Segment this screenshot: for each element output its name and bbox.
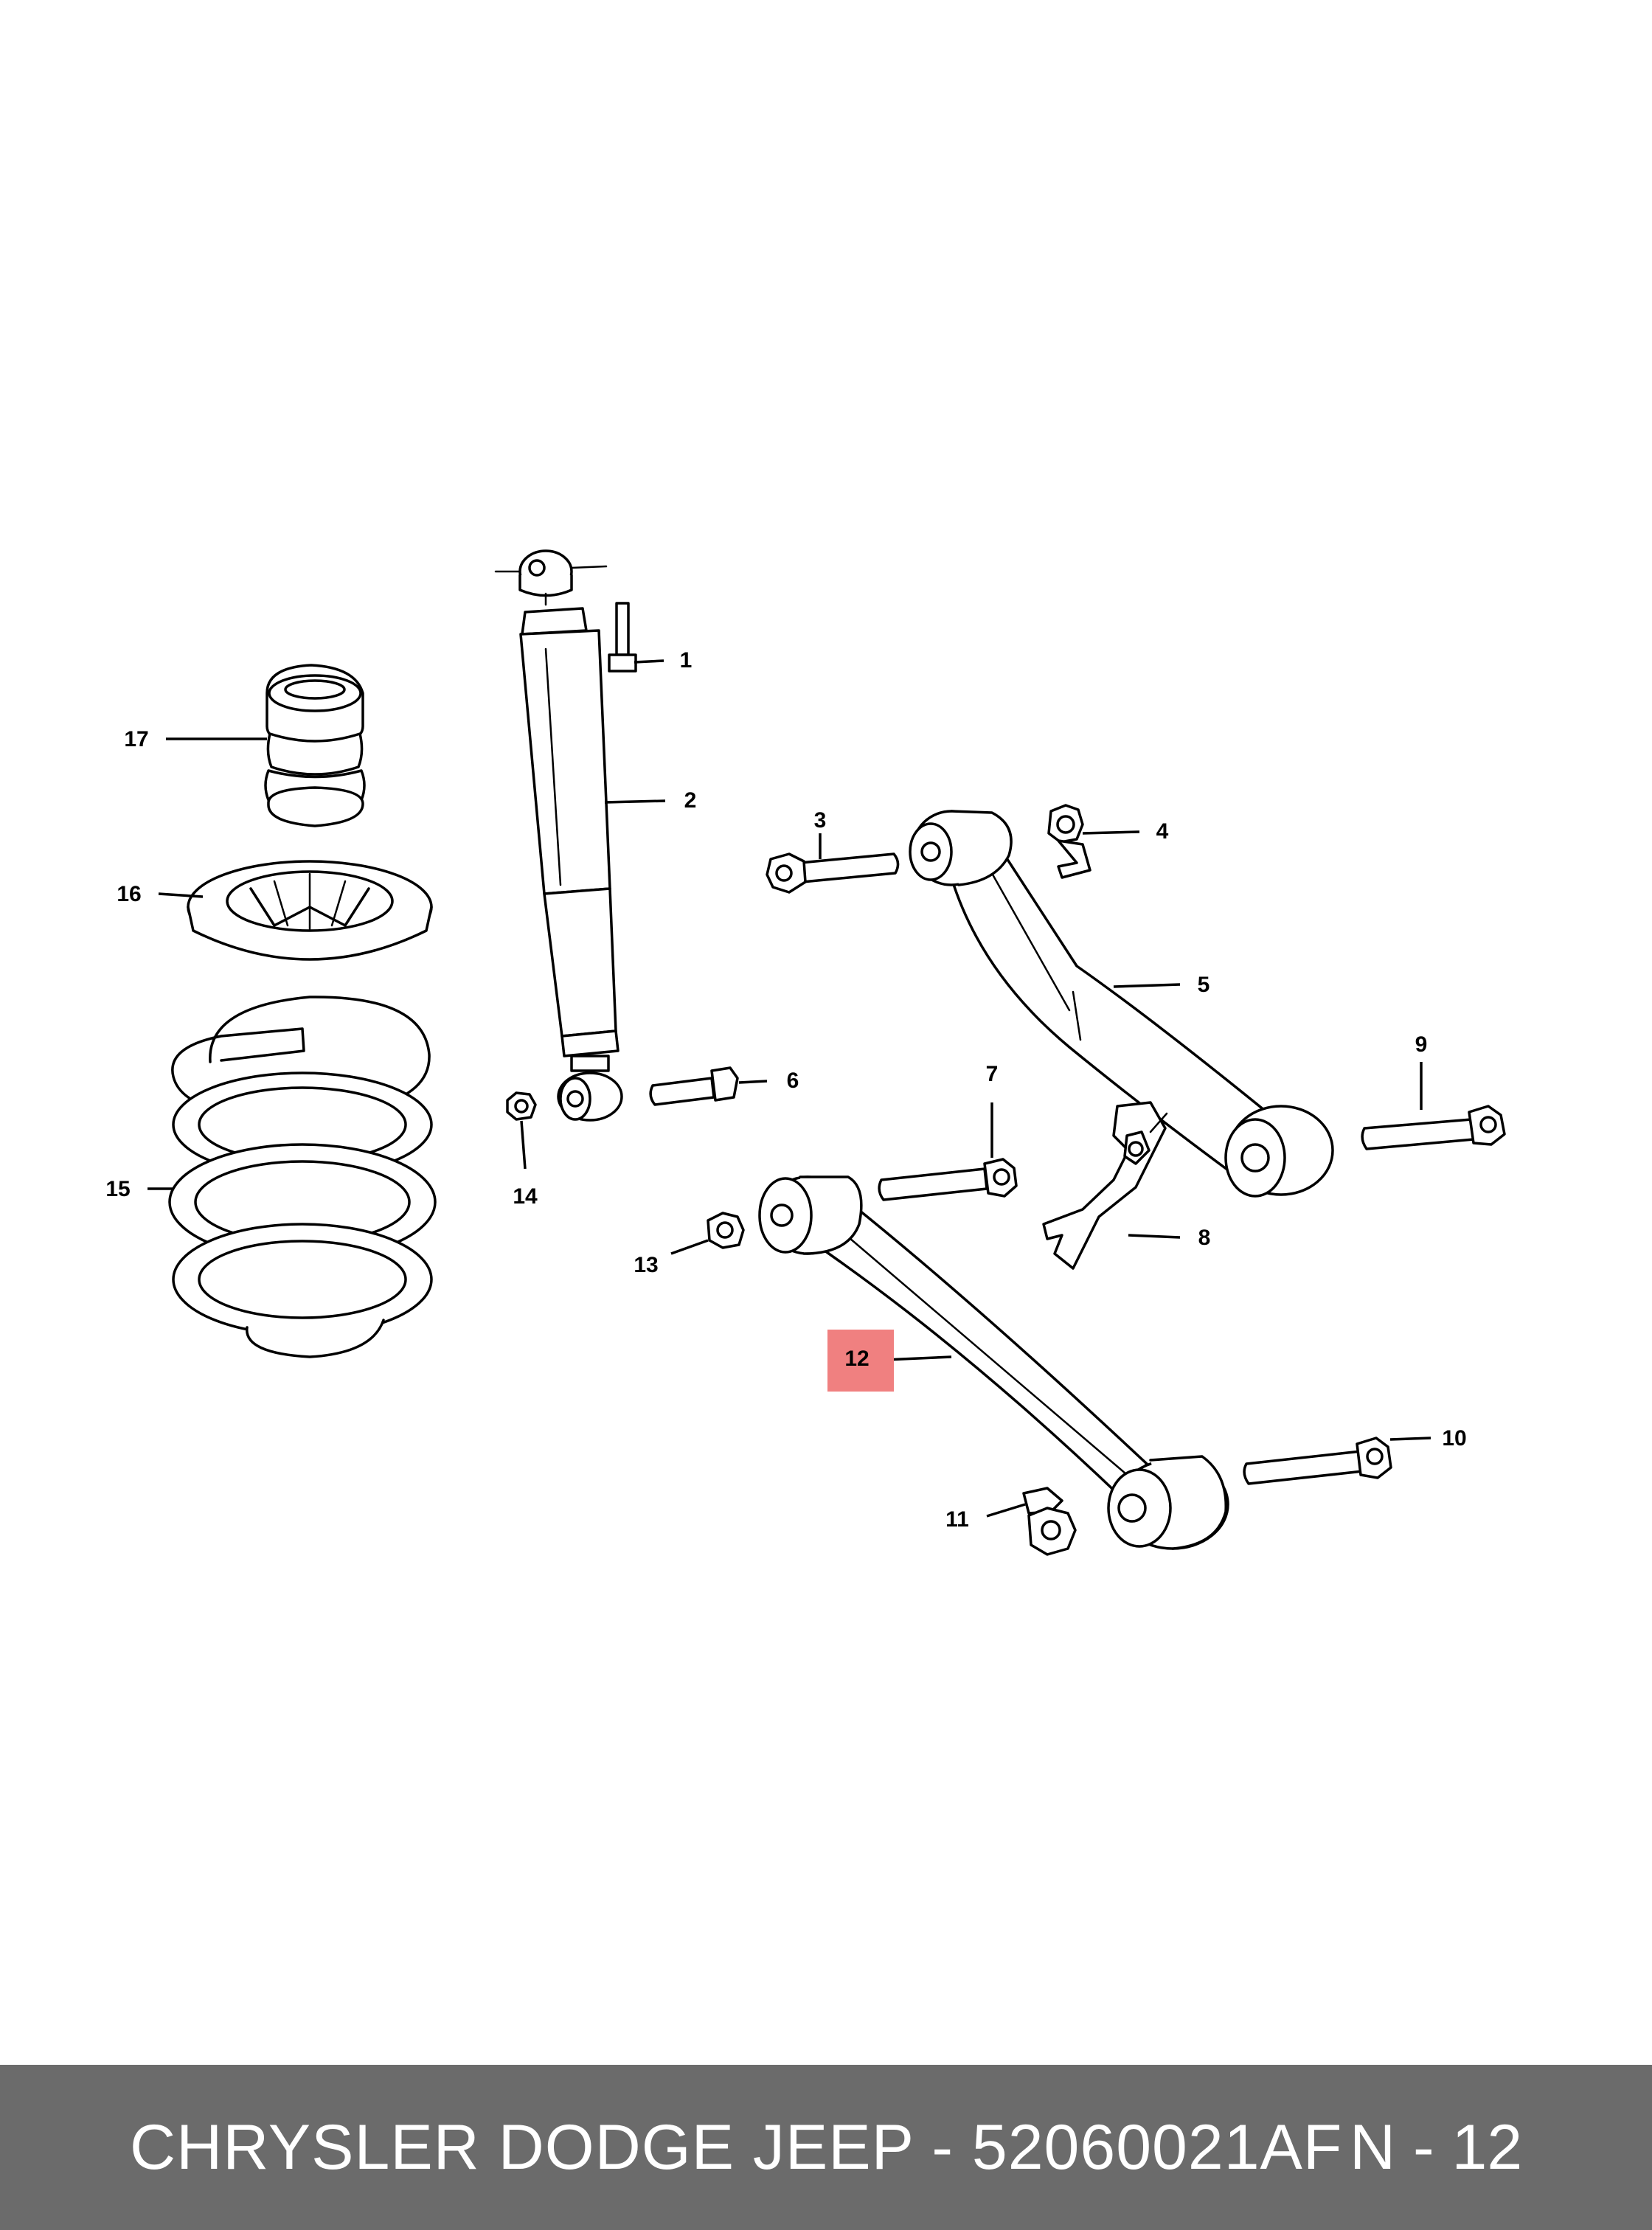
shock-upper-bolt <box>608 602 637 673</box>
callout-13: 13 <box>634 1253 658 1277</box>
callout-10: 10 <box>1442 1426 1466 1451</box>
highlight-box <box>827 1330 894 1392</box>
bump-stop <box>264 664 366 827</box>
callout-numbers: 1 2 3 4 5 6 7 8 9 10 11 12 13 14 15 16 1… <box>105 648 1466 1532</box>
footer-code: N - 12 <box>1350 2112 1523 2183</box>
callout-11: 11 <box>945 1507 969 1532</box>
callout-3: 3 <box>814 808 827 833</box>
callout-4: 4 <box>1156 819 1169 844</box>
footer-title: CHRYSLER DODGE JEEP - 52060021AF <box>130 2112 1343 2183</box>
coil-spring <box>168 996 437 1358</box>
callout-16: 16 <box>117 882 141 906</box>
shock-lower-bolt <box>649 1066 739 1106</box>
upper-arm-rear-bolt <box>1361 1105 1506 1150</box>
shock-absorber <box>494 549 623 1122</box>
parts-diagram: 1 2 3 4 5 6 7 8 9 10 11 12 13 14 15 16 1… <box>105 549 1506 1556</box>
callout-14: 14 <box>513 1184 538 1209</box>
callout-9: 9 <box>1415 1032 1428 1057</box>
footer-bar: CHRYSLER DODGE JEEP - 52060021AF N - 12 <box>0 2065 1652 2230</box>
callout-12: 12 <box>844 1347 869 1371</box>
callout-2: 2 <box>684 788 697 813</box>
callout-15: 15 <box>105 1177 130 1201</box>
callout-8: 8 <box>1198 1226 1211 1250</box>
lower-arm-front-nut <box>707 1212 745 1249</box>
upper-arm-bracket-nut <box>1047 804 1092 879</box>
spring-seat <box>187 860 433 961</box>
leader-lines <box>148 659 1431 1518</box>
callout-7: 7 <box>986 1062 999 1086</box>
lower-arm-rear-nut <box>1022 1487 1077 1556</box>
lower-arm-bracket <box>1042 1101 1168 1270</box>
callout-17: 17 <box>124 727 148 751</box>
callout-1: 1 <box>680 648 693 673</box>
lower-arm-front-bolt <box>878 1158 1018 1201</box>
upper-control-arm <box>909 810 1334 1198</box>
lower-control-arm <box>758 1175 1229 1550</box>
shock-lower-nut <box>506 1091 537 1121</box>
callout-6: 6 <box>787 1069 799 1093</box>
lower-arm-rear-bolt <box>1243 1437 1392 1485</box>
callout-5: 5 <box>1198 973 1210 997</box>
upper-arm-front-bolt <box>766 852 900 894</box>
